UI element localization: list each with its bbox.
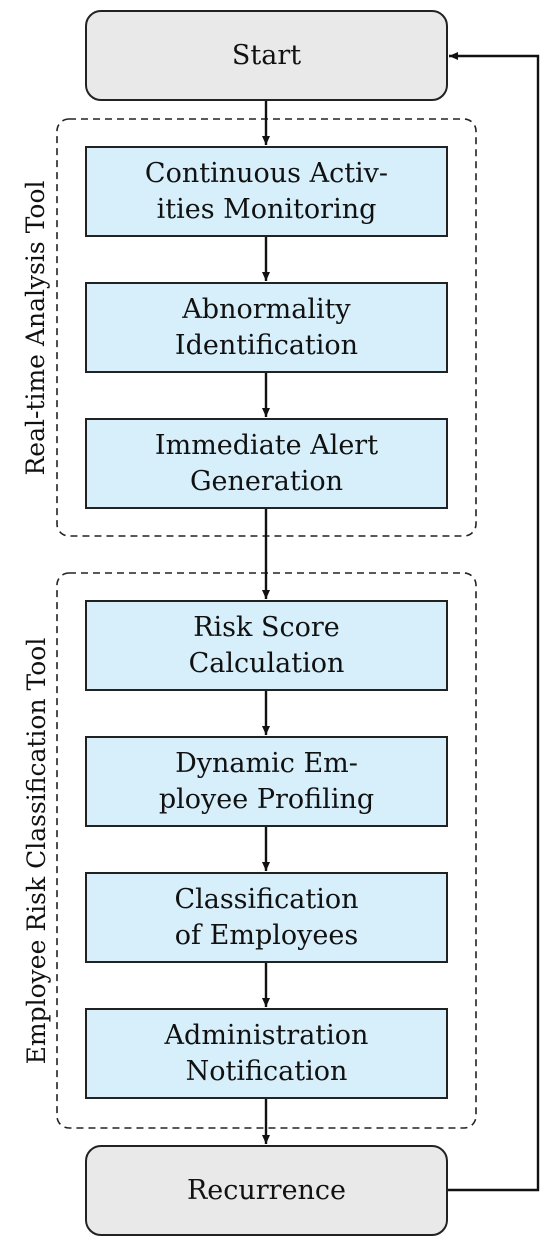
step-abnormality-identification: Abnormality Identification <box>85 282 448 373</box>
step-classification-of-employees: Classification of Employees <box>85 872 448 963</box>
group-label-real-time-analysis: Real-time Analysis Tool <box>20 180 50 476</box>
step-immediate-alert-generation: Immediate Alert Generation <box>85 418 448 509</box>
recurrence-node: Recurrence <box>85 1145 448 1236</box>
flow-arrows <box>262 52 540 1192</box>
arrow-recurrence-loop-to-start <box>448 52 540 1192</box>
start-node: Start <box>85 10 448 101</box>
step-dynamic-employee-profiling: Dynamic Em- ployee Profiling <box>85 736 448 827</box>
step-administration-notification: Administration Notification <box>85 1008 448 1099</box>
step-risk-score-calculation: Risk Score Calculation <box>85 600 448 691</box>
step-continuous-activities-monitoring: Continuous Activ- ities Monitoring <box>85 146 448 237</box>
group-label-employee-risk-classification: Employee Risk Classification Tool <box>21 637 51 1065</box>
